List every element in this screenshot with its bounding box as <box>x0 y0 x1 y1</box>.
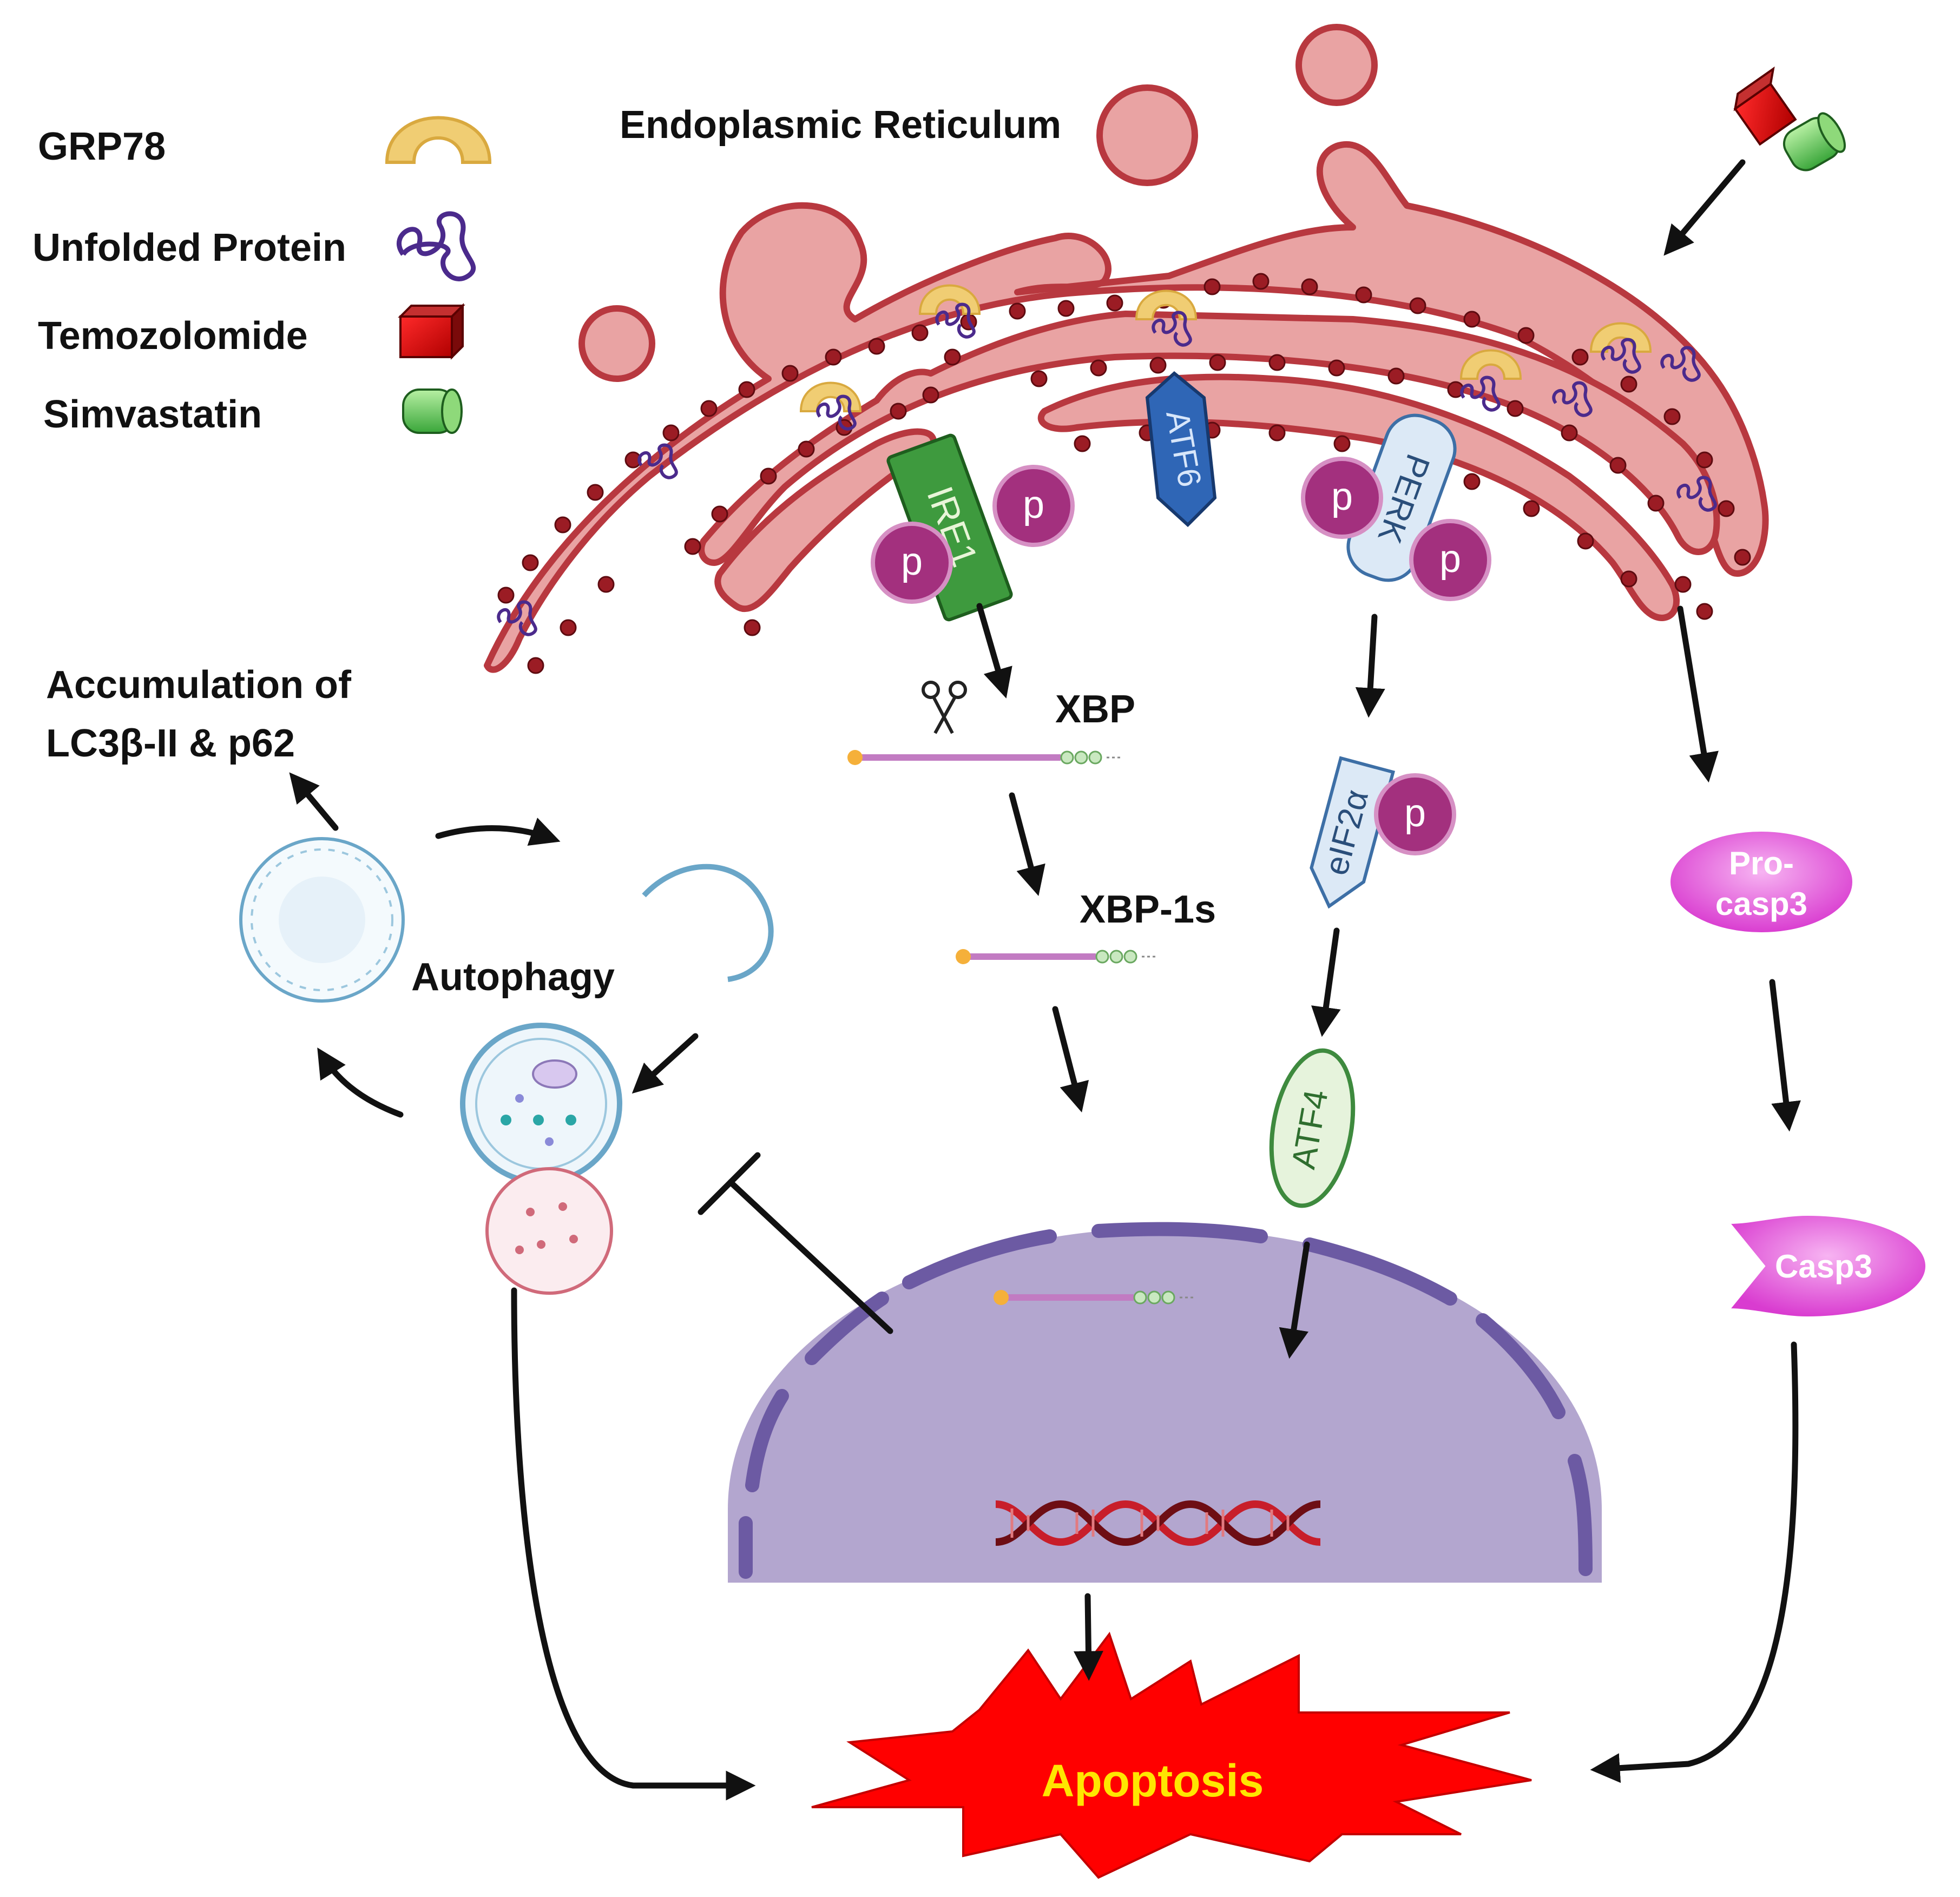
autophagosome-vesicle <box>239 837 405 1003</box>
atf4-protein: ATF4 <box>1269 1048 1356 1208</box>
autophagy-cycle: Autophagy <box>239 837 774 1295</box>
er-vesicle <box>1096 84 1198 186</box>
perk-phospho-1-label: p <box>1331 475 1353 518</box>
nuclear-mrna <box>994 1290 1196 1305</box>
scissors-icon <box>922 681 967 734</box>
unfolded-protein-icon <box>397 211 476 281</box>
pro-casp3-label-2: casp3 <box>1715 886 1807 922</box>
arrow-cycle-left <box>317 1048 404 1118</box>
ire1-phospho-1 <box>992 465 1075 547</box>
ribosomes <box>497 273 1751 674</box>
legend-temozolomide-label: Temozolomide <box>38 314 308 358</box>
perk-phospho-2-label: p <box>1439 537 1461 581</box>
legend-unfolded-protein-label: Unfolded Protein <box>32 226 346 269</box>
xbp-label: XBP <box>1055 688 1135 731</box>
arrow-pro-casp3-to-casp3 <box>1769 979 1801 1132</box>
arrow-autophagy-to-accumulation <box>289 772 339 831</box>
legend-simvastatin-label: Simvastatin <box>43 393 262 436</box>
er-title: Endoplasmic Reticulum <box>620 103 1061 147</box>
eif2a-protein: eIF2α p <box>1310 756 1456 909</box>
autolysosome-fusion <box>460 1023 622 1295</box>
unfolded-proteins-bound <box>497 302 1717 636</box>
arrow-atf4-to-nucleus <box>1279 1241 1310 1359</box>
ire1-phospho-2-label: p <box>901 540 923 583</box>
arrow-cycle-top <box>435 818 561 846</box>
xbp1s-label: XBP-1s <box>1080 888 1216 931</box>
phagophore <box>642 864 774 982</box>
perk-phospho-1 <box>1301 457 1383 539</box>
casp3-label: Casp3 <box>1775 1248 1872 1285</box>
arrow-perk-to-eif2a <box>1355 614 1385 718</box>
casp3-node: Casp3 <box>1726 1213 1928 1319</box>
legend: GRP78 Unfolded Protein Temozolomide Simv… <box>32 116 492 436</box>
arrow-xbp1s-to-nucleus <box>1052 1006 1089 1112</box>
pro-casp3-node: Pro- casp3 <box>1668 829 1854 934</box>
er-vesicle <box>1295 24 1378 106</box>
atf6-sensor: ATF6 <box>1145 371 1217 528</box>
atf6-body <box>1145 371 1217 528</box>
drug-combination-icon <box>1733 66 1846 172</box>
perk-sensor: PERK p p <box>1301 413 1491 601</box>
perk-phospho-2 <box>1409 519 1491 601</box>
ire1-phospho-2 <box>871 522 953 604</box>
xbp-mrna <box>847 750 1123 765</box>
grp78-bound <box>799 284 1652 412</box>
arrow-nucleus-to-apoptosis <box>1073 1593 1103 1681</box>
apoptosis-label: Apoptosis <box>1042 1755 1264 1806</box>
pathway-arrows <box>289 159 1801 1801</box>
grp78-icon <box>385 116 492 164</box>
accumulation-label-line2: LC3β-II & p62 <box>46 722 295 765</box>
arrow-cycle-right <box>632 1033 699 1094</box>
ire1-sensor: IRE1 p p <box>871 433 1075 622</box>
pro-casp3-label-1: Pro- <box>1729 845 1794 881</box>
apoptosis-burst: Apoptosis <box>811 1631 1532 1879</box>
inhibition-bar <box>698 1152 893 1334</box>
arrow-eif2a-to-atf4 <box>1311 927 1341 1037</box>
arrow-autophagy-to-apoptosis <box>511 1287 756 1801</box>
arrow-er-to-pro-casp3 <box>1677 605 1719 783</box>
temozolomide-icon <box>398 303 465 360</box>
simvastatin-icon <box>402 388 463 434</box>
dna-helix-icon <box>995 1500 1321 1546</box>
nucleus <box>728 1222 1602 1583</box>
arrow-ire1-to-xbp <box>976 603 1012 699</box>
arrow-drugs-to-er <box>1663 159 1746 256</box>
ire1-phospho-1-label: p <box>1023 483 1044 526</box>
accumulation-label-line1: Accumulation of <box>46 663 352 707</box>
arrow-casp3-to-apoptosis <box>1590 1341 1799 1783</box>
arrow-xbp-to-xbp1s <box>1009 792 1045 896</box>
er-vesicle <box>578 305 655 382</box>
eif2a-phospho-label: p <box>1404 792 1426 835</box>
autophagy-label: Autophagy <box>411 956 615 999</box>
eif2a-phospho <box>1374 773 1456 855</box>
legend-grp78-label: GRP78 <box>38 125 166 168</box>
xbp1s-mrna <box>956 949 1158 964</box>
